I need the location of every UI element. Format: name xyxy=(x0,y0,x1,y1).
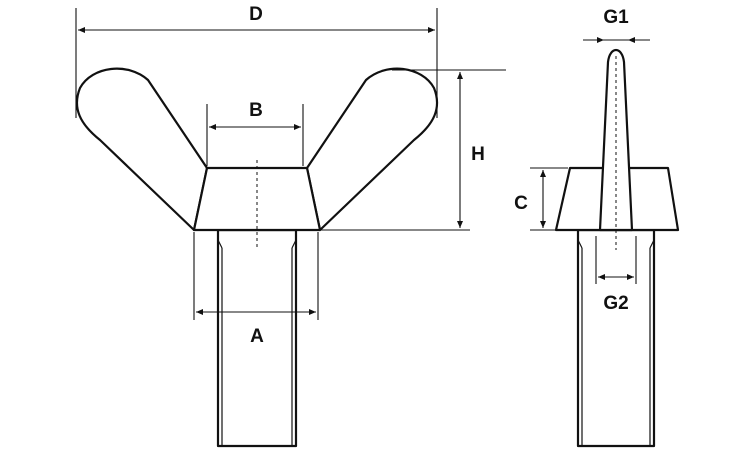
front-shank-chamfer-right xyxy=(291,239,297,249)
dimension-d: D xyxy=(75,4,438,118)
side-shank-chamfer-left xyxy=(577,239,583,249)
dimension-b: B xyxy=(206,100,304,166)
dimension-a: A xyxy=(193,232,319,347)
dimension-h: H xyxy=(320,69,506,231)
left-wing xyxy=(75,67,209,232)
front-shank xyxy=(216,228,298,448)
label-c: C xyxy=(514,193,528,214)
dimension-g1: G1 xyxy=(583,7,650,43)
dimension-g2: G2 xyxy=(595,236,637,314)
side-shank xyxy=(576,228,656,448)
label-h: H xyxy=(471,144,485,165)
side-shank-chamfer-right xyxy=(649,239,655,249)
front-shank-chamfer-left xyxy=(217,239,223,249)
label-g1: G1 xyxy=(603,7,629,28)
front-view: D B A H xyxy=(75,4,506,448)
side-view: G1 C G2 xyxy=(514,7,680,448)
label-d: D xyxy=(249,4,263,25)
label-a: A xyxy=(250,326,264,347)
right-wing xyxy=(305,67,439,232)
label-g2: G2 xyxy=(603,293,628,314)
dimension-c: C xyxy=(514,167,568,231)
label-b: B xyxy=(249,100,263,121)
